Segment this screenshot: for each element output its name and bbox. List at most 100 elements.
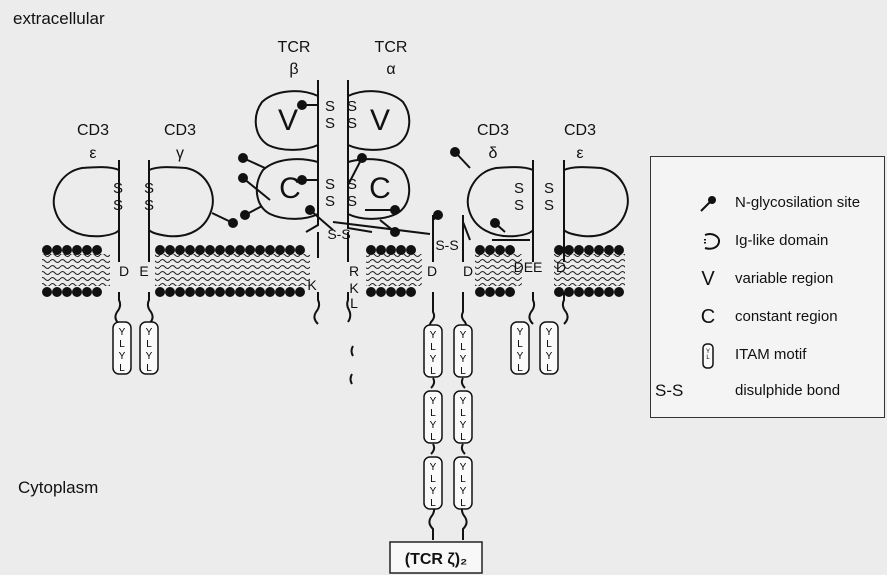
lipid-head (386, 287, 396, 297)
itam-residue: L (517, 339, 523, 350)
disulphide-s: S (113, 197, 123, 214)
itam-residue: Y (430, 486, 437, 497)
cd3-epsilon-left-label: CD3 (77, 122, 109, 139)
lipid-head (275, 287, 285, 297)
lipid-head (604, 287, 614, 297)
itam-residue: L (546, 339, 552, 350)
lipid-head (42, 245, 52, 255)
disulphide-s: S (544, 180, 554, 197)
variable-region-symbol: V (693, 267, 723, 291)
lipid-head (72, 245, 82, 255)
lipid-head (195, 287, 205, 297)
disulphide-s: S (325, 176, 335, 193)
disulphide-s: S (514, 180, 524, 197)
cd3-gamma-ig-domain (149, 167, 213, 236)
disulphide-s: S (347, 193, 357, 210)
cd3-gamma-greek: γ (176, 145, 184, 162)
glycosylation-site (238, 153, 248, 163)
itam-residue: Y (430, 330, 437, 341)
constant-region-symbol: C (693, 305, 723, 329)
residue-k: K (349, 280, 359, 296)
lipid-head (594, 287, 604, 297)
lipid-head (235, 287, 245, 297)
lipid-head (255, 287, 265, 297)
lipid-head (584, 287, 594, 297)
cd3-epsilon-left-ig-domain (54, 167, 119, 236)
cd3-delta-stem (529, 160, 534, 324)
itam-residue: Y (517, 327, 524, 338)
lipid-head (275, 245, 285, 255)
lipid-head (554, 245, 564, 255)
tcr-beta-label: TCR (278, 39, 311, 56)
legend-label: N-glycosilation site (735, 191, 860, 215)
lipid-head (62, 287, 72, 297)
disulphide-s: S (325, 115, 335, 132)
cd3-delta-greek: δ (489, 145, 498, 162)
legend-item-glycosylation: N-glycosilation site (651, 191, 884, 215)
lipid-head (185, 245, 195, 255)
tcr-ss-bond-label: S-S (327, 226, 350, 242)
lipid-head (235, 245, 245, 255)
itam-residue: L (430, 474, 436, 485)
lipid-head (366, 245, 376, 255)
lipid-head (155, 245, 165, 255)
lipid-head (584, 245, 594, 255)
glycosylation-site (305, 205, 315, 215)
residue-k: K (307, 277, 317, 293)
legend-label: Ig-like domain (735, 229, 828, 253)
tcr-beta-greek: β (289, 61, 298, 78)
lipid-head (245, 245, 255, 255)
disulphide-s: S (347, 176, 357, 193)
itam-motif: YLYL (424, 325, 442, 377)
lipid-head (376, 287, 386, 297)
itam-residue: Y (119, 327, 126, 338)
lipid-head (564, 245, 574, 255)
cd3-gamma-label: CD3 (164, 122, 196, 139)
glycosylation-site (228, 218, 238, 228)
glycosylation-site (450, 147, 460, 157)
cd3-delta-label: CD3 (477, 122, 509, 139)
lipid-head (165, 245, 175, 255)
lipid-head (396, 245, 406, 255)
cd3-epsilon-right-stem (563, 160, 568, 324)
lipid-head (195, 245, 205, 255)
residue-d: D (556, 259, 566, 275)
residue-l: L (350, 295, 358, 311)
itam-residue: Y (430, 462, 437, 473)
lipid-head (285, 287, 295, 297)
disulphide-s: S (144, 197, 154, 214)
disulphide-s: S (347, 115, 357, 132)
glycosylation-site (390, 227, 400, 237)
glycosylation-site (357, 153, 367, 163)
itam-residue: Y (430, 354, 437, 365)
lipid-head (574, 287, 584, 297)
legend-item-constant: C constant region (651, 305, 884, 329)
lipid-head (295, 245, 305, 255)
cd3-epsilon-left-greek: ε (89, 145, 96, 162)
lipid-head (92, 245, 102, 255)
lipid-head (82, 287, 92, 297)
itam-residue: L (146, 363, 152, 374)
glycosylation-site (297, 100, 307, 110)
disulphide-s: S (113, 180, 123, 197)
lipid-head (225, 287, 235, 297)
legend-label: constant region (735, 305, 838, 329)
lipid-head (265, 287, 275, 297)
lipid-head (175, 245, 185, 255)
itam-residue: Y (460, 462, 467, 473)
tcr-alpha-label: TCR (375, 39, 408, 56)
itam-residue: Y (146, 351, 153, 362)
tcr-beta-constant-label: C (279, 172, 301, 205)
itam-residue: Y (146, 327, 153, 338)
glycosylation-site (433, 210, 443, 220)
lipid-tails (155, 254, 310, 286)
legend: N-glycosilation site Ig-like domain V va… (650, 156, 885, 418)
itam-residue: L (119, 339, 125, 350)
lipid-head (475, 245, 485, 255)
lipid-head (475, 287, 485, 297)
lipid-head (614, 287, 624, 297)
lipid-head (495, 287, 505, 297)
lipid-head (406, 287, 416, 297)
